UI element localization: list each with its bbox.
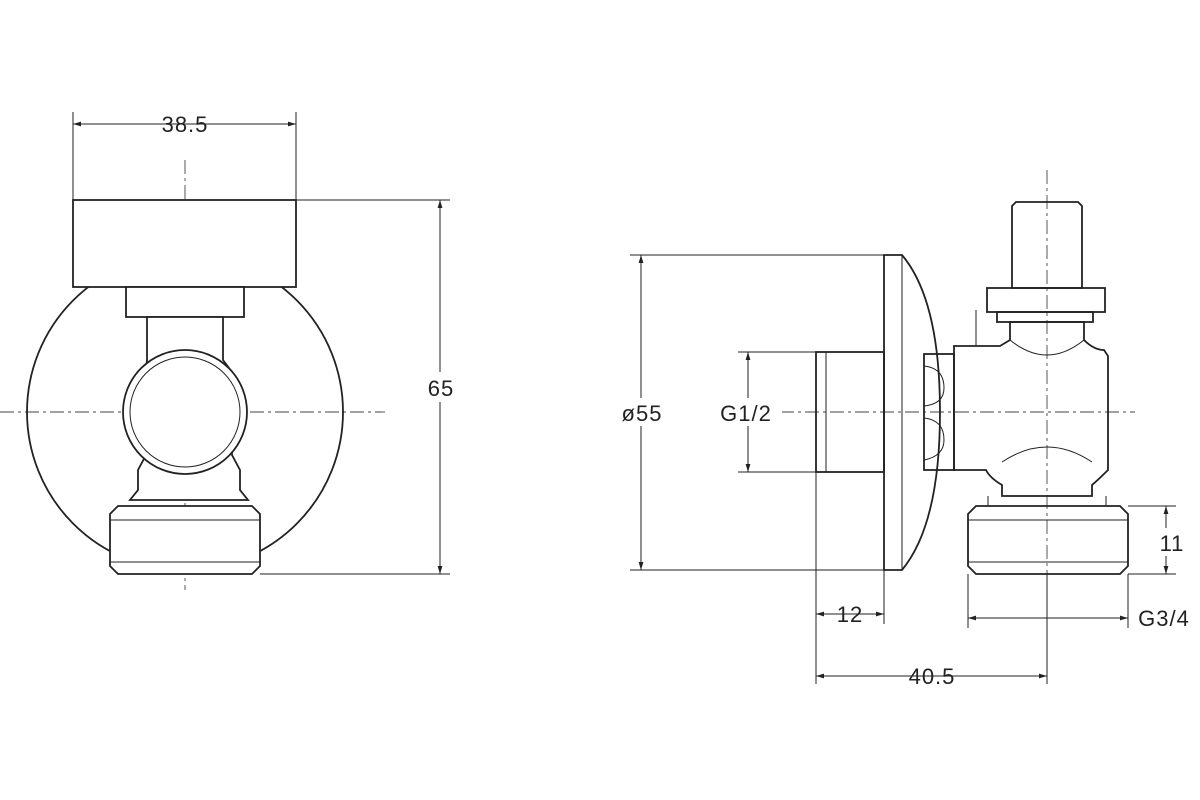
inlet-port-ring <box>122 349 248 475</box>
handle-cap <box>72 199 297 288</box>
dim-front-height: 65 <box>428 376 454 401</box>
dim-flange-diameter: ø55 <box>622 401 663 426</box>
handle-plate <box>986 287 1106 313</box>
dim-label-bg <box>1150 528 1190 556</box>
valve-body-side <box>953 321 1109 497</box>
outlet-nut <box>109 505 261 575</box>
dim-overall-depth: 40.5 <box>909 664 956 689</box>
body-curve-lower <box>1001 446 1093 463</box>
dim-outlet-nut-height: 11 <box>1160 531 1185 556</box>
hex-face-upper <box>923 365 945 407</box>
spindle <box>1011 201 1083 289</box>
handle-collar <box>125 286 245 318</box>
dim-label-bg <box>422 372 462 402</box>
dim-label-bg <box>614 398 670 426</box>
hex-face-lower <box>923 417 945 461</box>
dim-inlet-length: 12 <box>837 602 863 627</box>
dim-front-width: 38.5 <box>162 112 209 137</box>
dim-inlet-thread: G1/2 <box>720 401 772 426</box>
handle-plate-lip <box>996 311 1094 323</box>
flange-profile <box>883 254 941 571</box>
front-view: 38.5 65 <box>0 112 462 590</box>
body-curve-upper <box>1009 339 1085 356</box>
dim-label-bg <box>708 398 782 426</box>
dim-label-bg <box>1130 604 1198 632</box>
inlet-port-inner <box>129 356 241 468</box>
side-view: ø55 G1/2 12 40.5 11 G3/4 <box>614 170 1198 689</box>
dim-outlet-thread: G3/4 <box>1138 606 1190 631</box>
outlet-nut-side <box>967 505 1129 575</box>
